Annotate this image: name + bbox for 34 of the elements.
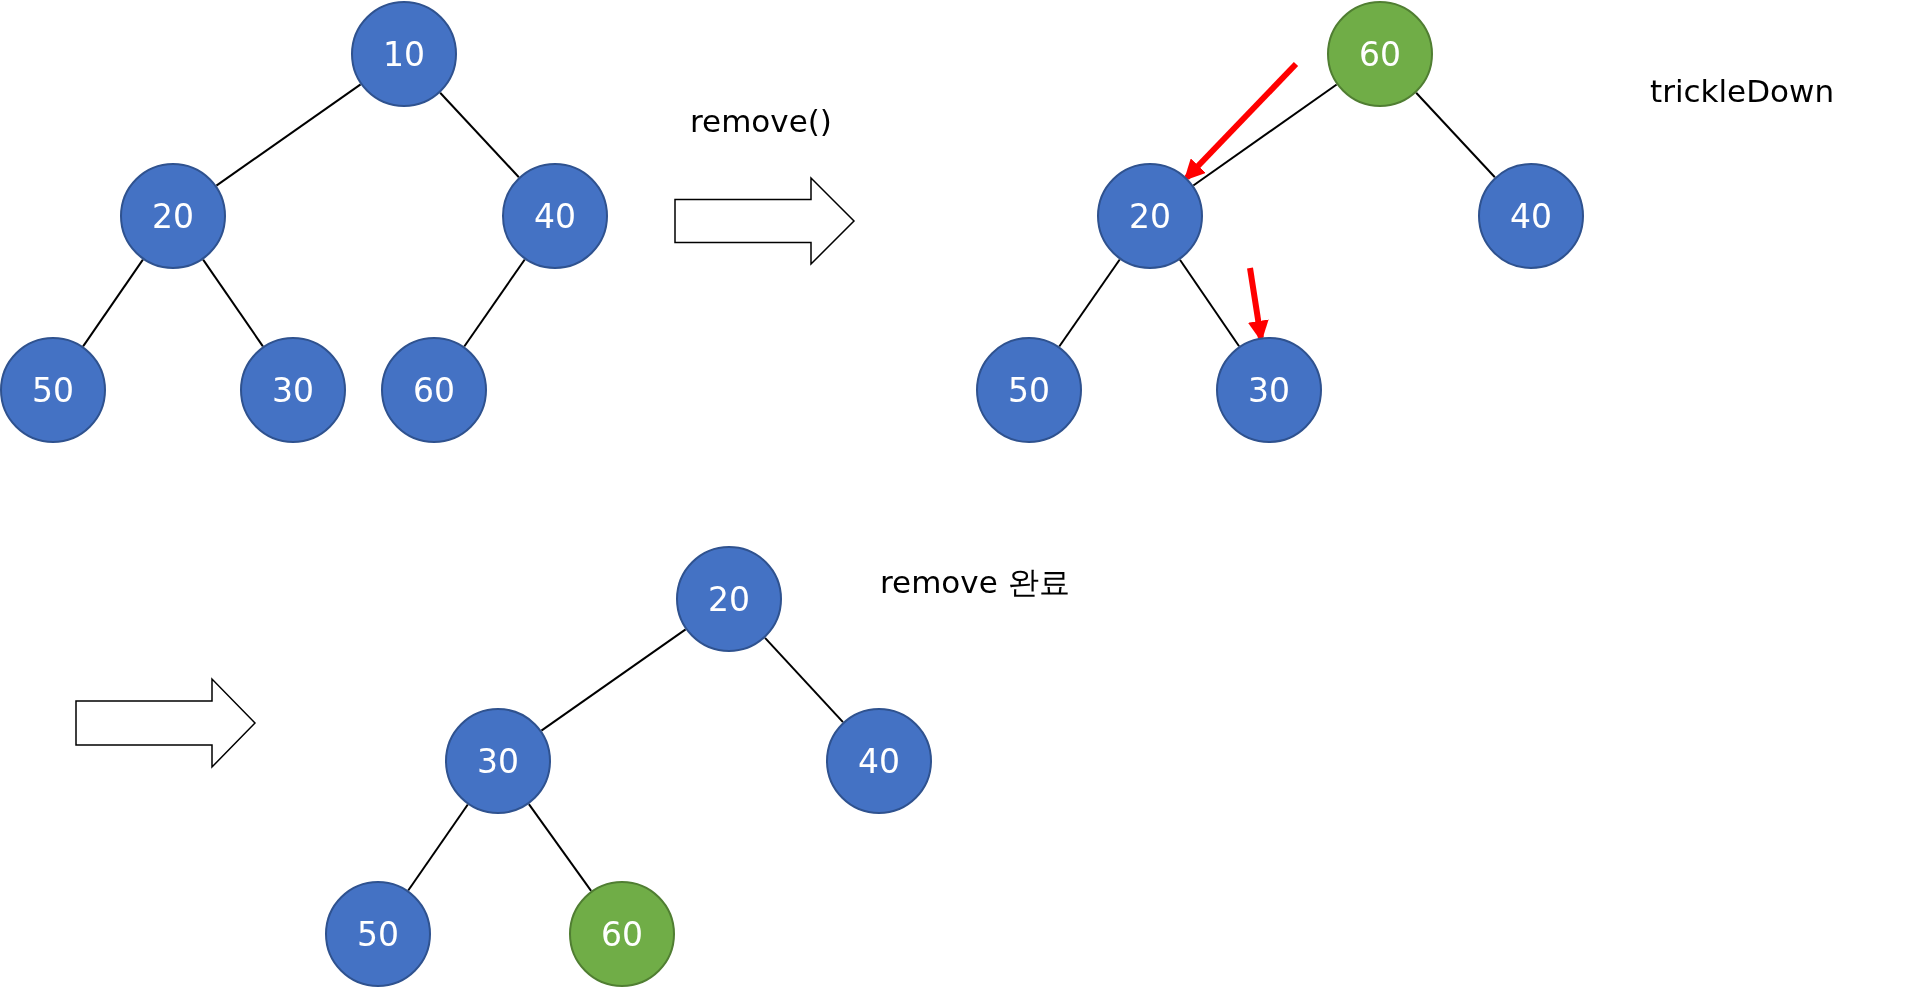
tree-edge	[215, 83, 362, 187]
node-value: 30	[1248, 373, 1290, 407]
tree-edge	[439, 91, 520, 179]
tree-edge	[764, 636, 844, 724]
tree-edge	[407, 803, 469, 892]
direction-arrow	[1183, 61, 1299, 181]
tree-edge	[202, 258, 264, 348]
node-value: 40	[1510, 199, 1552, 233]
node-value: 20	[1129, 199, 1171, 233]
tree-edge	[1178, 258, 1241, 348]
node-value: 50	[1008, 373, 1050, 407]
step-label: trickleDown	[1650, 74, 1835, 109]
tree-edge	[463, 258, 526, 348]
tree-edge	[1415, 91, 1496, 179]
step-label: remove()	[690, 104, 832, 139]
node-value: 50	[357, 917, 399, 951]
tree-node-circle	[1097, 163, 1203, 269]
node-value: 40	[534, 199, 576, 233]
tree-edge	[540, 628, 687, 732]
node-value: 50	[32, 373, 74, 407]
node-value: 40	[858, 744, 900, 778]
tree-edge	[527, 803, 593, 892]
node-value: 30	[272, 373, 314, 407]
tree-edge	[1058, 258, 1121, 348]
node-value: 60	[601, 917, 643, 951]
step-label: remove 완료	[880, 565, 1070, 600]
node-value: 20	[152, 199, 194, 233]
node-value: 60	[413, 373, 455, 407]
node-value: 10	[383, 37, 425, 71]
tree-edge	[82, 258, 144, 348]
node-value: 20	[708, 582, 750, 616]
tree-edge	[1192, 83, 1338, 187]
node-value: 60	[1359, 37, 1401, 71]
node-value: 30	[477, 744, 519, 778]
